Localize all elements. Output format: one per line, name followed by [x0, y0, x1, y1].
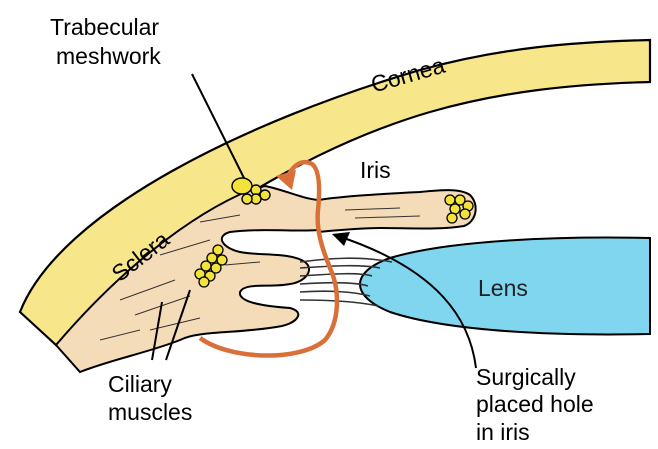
ciliary-label-line1: Ciliary — [108, 371, 172, 397]
ciliary-label-line2: muscles — [108, 399, 192, 425]
hole-label-line1: Surgically — [476, 364, 576, 390]
trabecular-label-line2: meshwork — [56, 43, 161, 69]
hole-label-line3: in iris — [476, 419, 530, 445]
lens-label: Lens — [478, 275, 528, 301]
iris-label: Iris — [360, 157, 391, 183]
trabecular-label-line1: Trabecular — [50, 14, 159, 40]
hole-label-line2: placed hole — [476, 391, 594, 417]
